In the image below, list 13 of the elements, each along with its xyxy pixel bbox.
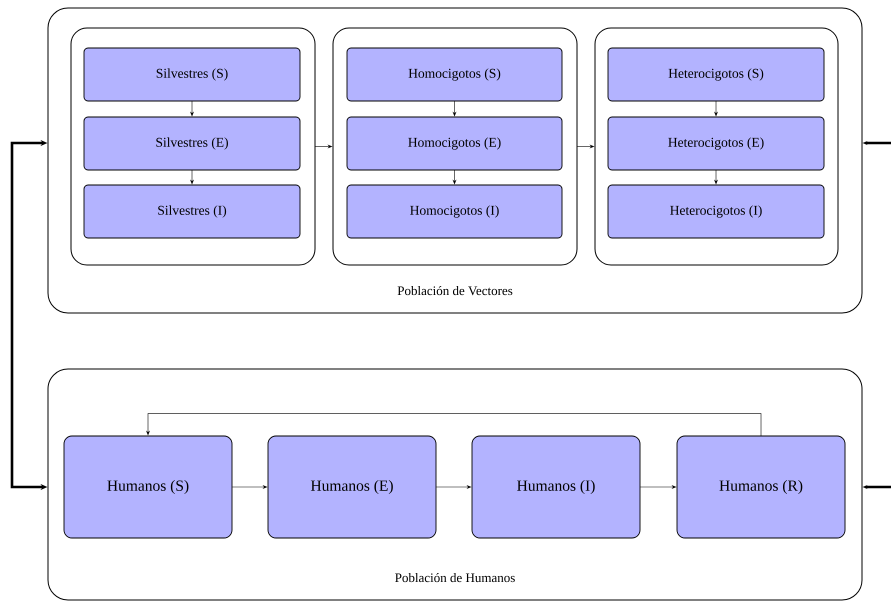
compartment-box: Humanos (R)	[676, 436, 846, 538]
compartment-box: Heterocigotos (S)	[608, 48, 824, 102]
compartment-box: Humanos (E)	[268, 436, 436, 538]
compartment-box: Humanos (S)	[64, 436, 232, 538]
compartment-box: Humanos (I)	[472, 436, 640, 538]
compartment-box: Heterocigotos (I)	[608, 184, 824, 238]
compartment-box: Silvestres (I)	[84, 184, 300, 238]
compartment-box: Silvestres (E)	[84, 116, 300, 170]
compartment-box: Heterocigotos (E)	[608, 116, 824, 170]
compartment-box: Silvestres (S)	[84, 48, 300, 102]
compartment-box: Homocigotos (S)	[346, 48, 562, 102]
compartment-box: Homocigotos (E)	[346, 116, 562, 170]
compartment-box: Homocigotos (I)	[346, 184, 562, 238]
